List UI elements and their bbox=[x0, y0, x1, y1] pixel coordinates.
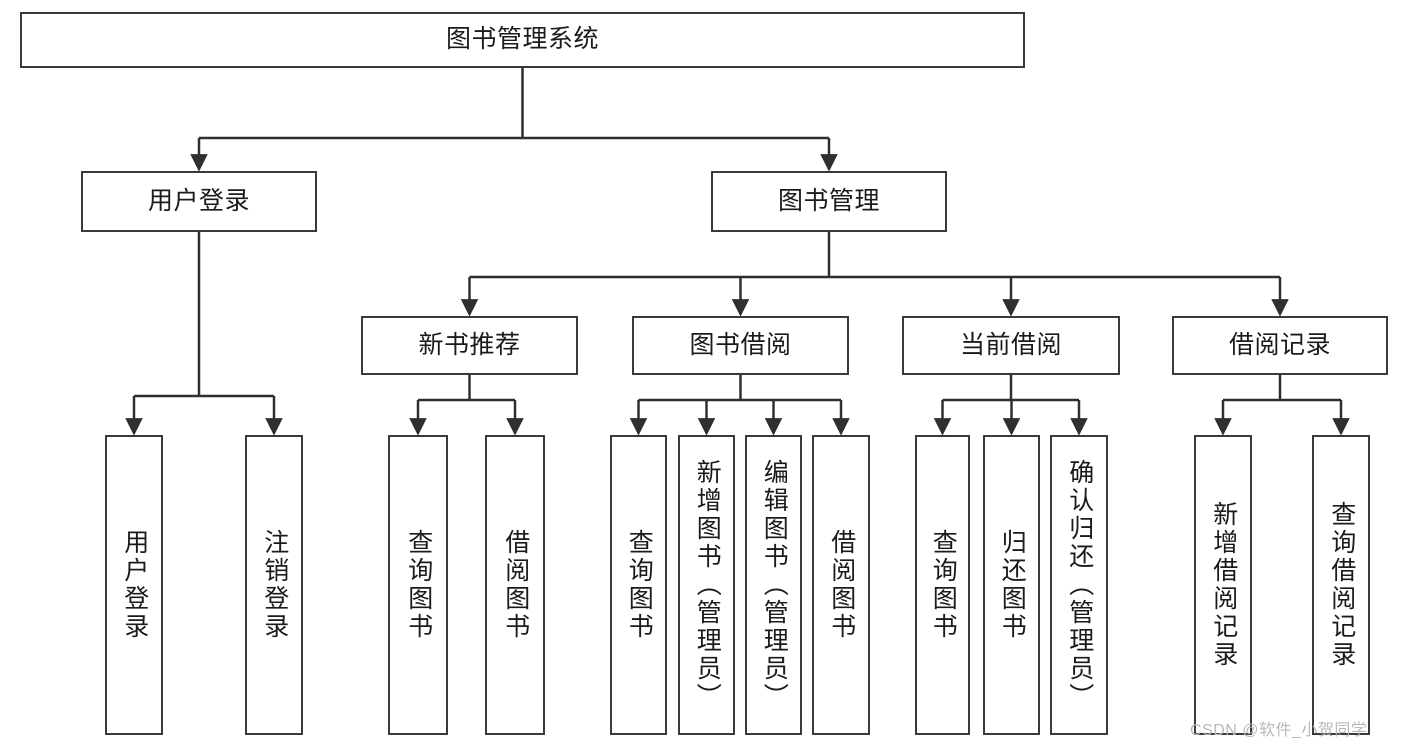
node-label: 用户登录 bbox=[147, 186, 250, 215]
node-leaf12[interactable]: 新增借阅记录 bbox=[1194, 435, 1252, 735]
node-label: 新增借阅记录 bbox=[1209, 501, 1238, 669]
node-label: 确认归还（管理员） bbox=[1065, 459, 1094, 711]
node-root[interactable]: 图书管理系统 bbox=[20, 12, 1025, 68]
node-label: 借阅图书 bbox=[501, 529, 530, 641]
node-label: 图书管理 bbox=[777, 186, 880, 215]
node-label: 图书管理系统 bbox=[445, 25, 599, 54]
node-label: 用户登录 bbox=[120, 529, 149, 641]
node-label: 查询图书 bbox=[625, 529, 654, 641]
node-label: 归还图书 bbox=[998, 529, 1027, 641]
node-label: 新增图书（管理员） bbox=[693, 459, 722, 711]
node-newbook[interactable]: 新书推荐 bbox=[361, 316, 578, 375]
node-label: 借阅记录 bbox=[1228, 330, 1331, 359]
node-label: 查询借阅记录 bbox=[1327, 501, 1356, 669]
watermark-text: CSDN @软件_小贺同学 bbox=[1190, 722, 1368, 739]
node-leaf8[interactable]: 借阅图书 bbox=[812, 435, 870, 735]
node-label: 查询图书 bbox=[404, 529, 433, 641]
node-leaf6[interactable]: 新增图书（管理员） bbox=[678, 435, 735, 735]
node-current[interactable]: 当前借阅 bbox=[902, 316, 1120, 375]
node-leaf2[interactable]: 注销登录 bbox=[245, 435, 303, 735]
node-records[interactable]: 借阅记录 bbox=[1172, 316, 1388, 375]
node-leaf3[interactable]: 查询图书 bbox=[388, 435, 448, 735]
node-leaf4[interactable]: 借阅图书 bbox=[485, 435, 545, 735]
node-label: 查询图书 bbox=[929, 529, 958, 641]
node-leaf9[interactable]: 查询图书 bbox=[915, 435, 970, 735]
node-label: 新书推荐 bbox=[418, 330, 521, 359]
node-borrow[interactable]: 图书借阅 bbox=[632, 316, 849, 375]
node-leaf7[interactable]: 编辑图书（管理员） bbox=[745, 435, 802, 735]
node-label: 借阅图书 bbox=[827, 529, 856, 641]
node-label: 注销登录 bbox=[260, 529, 289, 641]
node-label: 图书借阅 bbox=[689, 330, 792, 359]
node-leaf1[interactable]: 用户登录 bbox=[105, 435, 163, 735]
node-leaf10[interactable]: 归还图书 bbox=[983, 435, 1040, 735]
node-login[interactable]: 用户登录 bbox=[81, 171, 317, 232]
node-label: 编辑图书（管理员） bbox=[760, 459, 789, 711]
node-leaf13[interactable]: 查询借阅记录 bbox=[1312, 435, 1370, 735]
node-leaf5[interactable]: 查询图书 bbox=[610, 435, 667, 735]
node-leaf11[interactable]: 确认归还（管理员） bbox=[1050, 435, 1108, 735]
node-label: 当前借阅 bbox=[959, 330, 1062, 359]
node-bookmgmt[interactable]: 图书管理 bbox=[711, 171, 947, 232]
